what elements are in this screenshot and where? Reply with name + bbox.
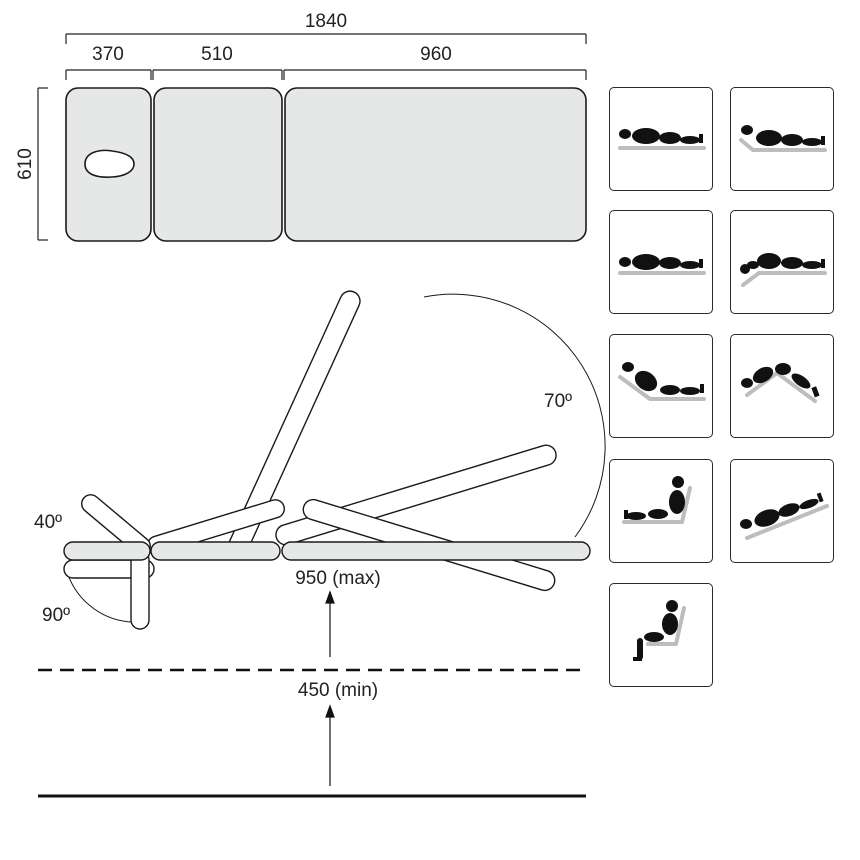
dimension-head-label: 370 xyxy=(92,44,124,65)
long-sitting-icon xyxy=(622,476,692,524)
middle-cushion-top xyxy=(153,87,283,242)
foot-section-flat xyxy=(281,541,591,561)
dimension-width xyxy=(37,87,48,241)
dimension-middle-label: 510 xyxy=(201,44,233,65)
max-height-arrow xyxy=(325,590,335,657)
head-tilt-prone-icon xyxy=(740,253,827,287)
head-section-90deg xyxy=(130,550,150,630)
dimension-foot-label: 960 xyxy=(420,44,452,65)
chair-sitting-icon xyxy=(633,600,686,661)
table-top-view xyxy=(65,87,587,242)
dimension-sections xyxy=(65,69,587,80)
head-down-angle-label: 90º xyxy=(42,605,70,626)
foot-cushion-top xyxy=(284,87,587,242)
min-height-label: 450 (min) xyxy=(298,680,378,701)
back-raised-supine-icon xyxy=(618,362,706,401)
flat-prone-raised-icon xyxy=(618,254,706,275)
position-card-long-sitting xyxy=(609,459,713,563)
position-card-head-tilt-prone xyxy=(730,210,834,314)
head-section-flat xyxy=(63,541,151,561)
back-angle-label: 70º xyxy=(544,391,572,412)
head-down-prone-icon xyxy=(739,125,827,152)
position-card-flat-prone xyxy=(609,87,713,191)
table-side-view xyxy=(63,290,606,630)
face-hole xyxy=(84,149,135,178)
back-angle-arc xyxy=(423,293,606,538)
dimension-width-label: 610 xyxy=(15,148,36,180)
position-card-inclined-prone xyxy=(730,459,834,563)
middle-section-flat xyxy=(150,541,281,561)
max-height-label: 950 (max) xyxy=(295,568,381,589)
position-card-back-raised-supine xyxy=(609,334,713,438)
min-height-arrow xyxy=(325,704,335,786)
position-card-v-fold-prone xyxy=(730,334,834,438)
flat-prone-icon xyxy=(618,128,706,150)
v-fold-prone-icon xyxy=(741,363,820,403)
position-card-head-down-prone xyxy=(730,87,834,191)
position-card-flat-prone-raised xyxy=(609,210,713,314)
inclined-prone-icon xyxy=(740,492,829,540)
position-card-chair-sitting xyxy=(609,583,713,687)
head-up-angle-label: 40º xyxy=(34,512,62,533)
dimension-total-label: 1840 xyxy=(305,11,347,32)
dimension-total xyxy=(65,33,587,44)
